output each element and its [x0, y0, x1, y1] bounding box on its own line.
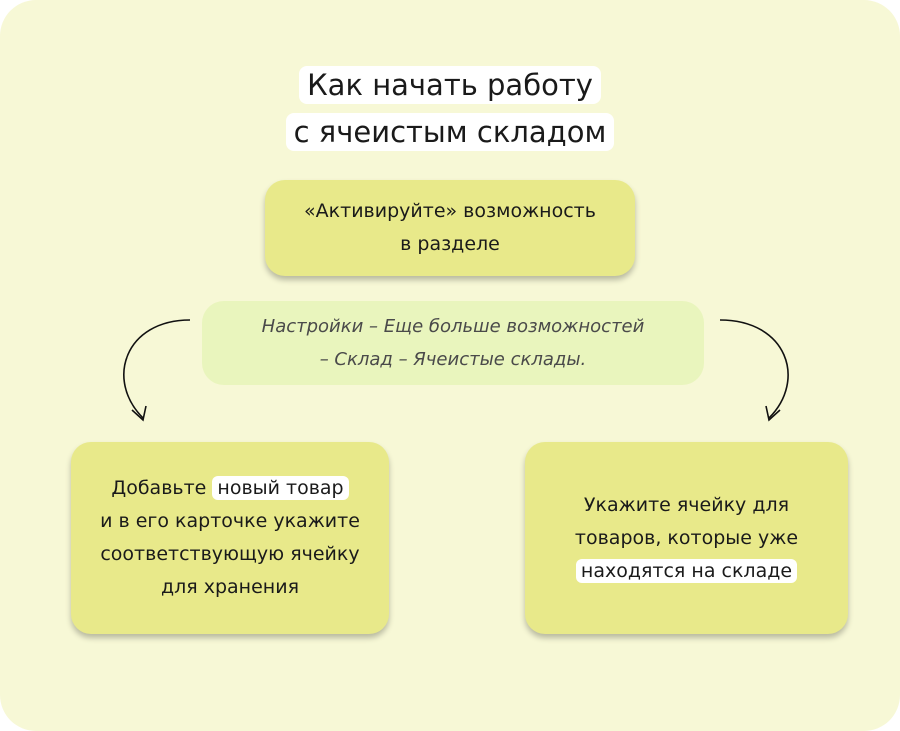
new-item-line-2: и в его карточке укажите [100, 510, 360, 532]
title-line-1: Как начать работу [299, 66, 601, 104]
existing-items-line-3: находятся на складе [575, 555, 798, 588]
new-item-highlight: новый товар [212, 476, 349, 500]
new-item-line-1: Добавьте новый товар [100, 472, 360, 505]
activate-step-box: «Активируйте» возможность в разделе [265, 180, 635, 276]
settings-path-box: Настройки – Еще больше возможностей – Ск… [202, 301, 704, 385]
activate-step-line-2: в разделе [400, 233, 500, 255]
left-curved-arrow-icon [123, 319, 191, 422]
new-item-line-3: соответствующую ячейку [100, 543, 360, 565]
settings-path-line-1: Настройки – Еще больше возможностей [261, 316, 645, 337]
existing-items-line-2: товаров, которые уже [574, 526, 799, 549]
activate-step-line-1: «Активируйте» возможность [304, 200, 596, 222]
existing-items-option-box: Укажите ячейку для товаров, которые уже … [525, 442, 848, 634]
right-curved-arrow-icon [719, 319, 789, 422]
new-item-option-box: Добавьте новый товар и в его карточке ук… [71, 442, 389, 634]
diagram-title: Как начать работу с ячеистым складом [0, 62, 900, 156]
title-line-2: с ячеистым складом [285, 113, 615, 151]
new-item-line-1-prefix: Добавьте [111, 477, 207, 499]
new-item-line-4: для хранения [160, 576, 299, 598]
existing-items-highlight: находятся на складе [575, 558, 798, 583]
settings-path-line-2: – Склад – Ячеистые склады. [319, 349, 587, 370]
existing-items-line-1: Укажите ячейку для [583, 493, 790, 516]
